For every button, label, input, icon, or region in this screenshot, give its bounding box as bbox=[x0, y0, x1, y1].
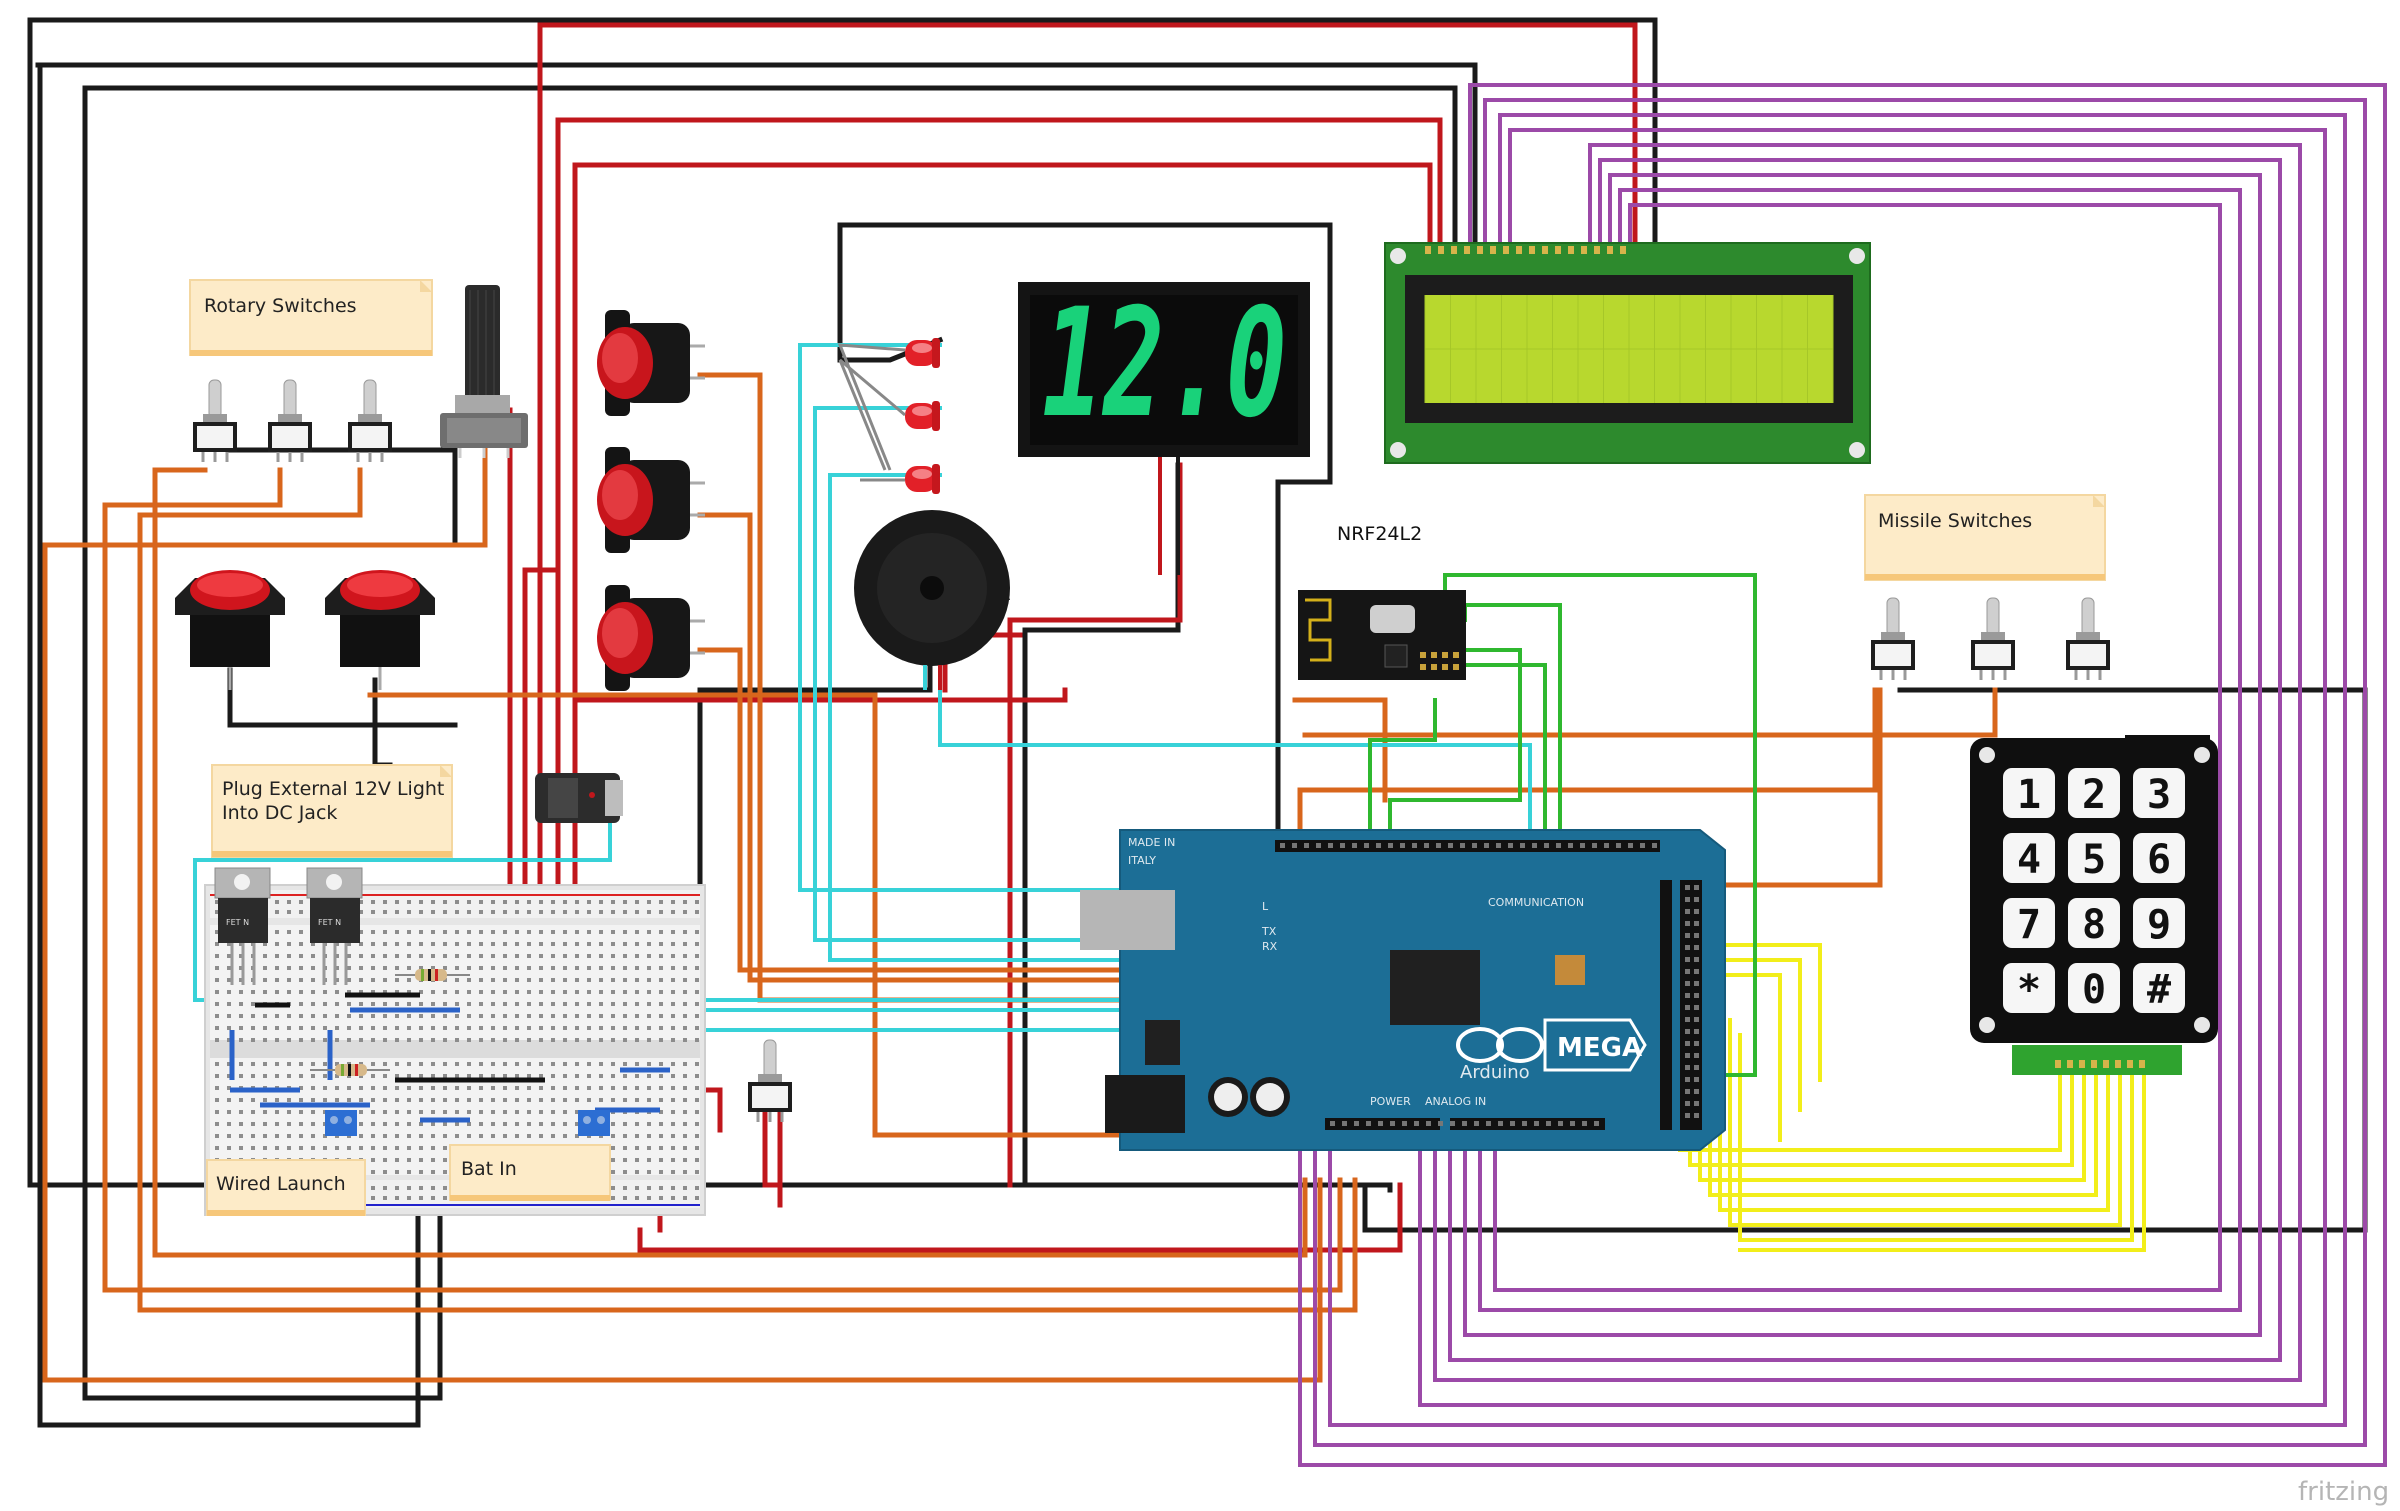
keypad-key-8: 8 bbox=[2068, 898, 2120, 948]
keypad-key-label: 6 bbox=[2147, 837, 2171, 883]
side-button-1 bbox=[597, 310, 705, 416]
arduino-tx: TX bbox=[1261, 925, 1277, 938]
arduino-model: MEGA bbox=[1557, 1033, 1642, 1063]
mosfet-2: FET N bbox=[306, 867, 363, 985]
note-plug-external: Plug External 12V Light Into DC Jack bbox=[211, 764, 453, 858]
missile-switch-1 bbox=[1871, 597, 1915, 680]
keypad-key-label: 5 bbox=[2082, 837, 2106, 883]
arduino-headers bbox=[1275, 840, 1702, 1130]
mosfet-1: FET N bbox=[214, 867, 271, 985]
arduino-made-in-1: MADE IN bbox=[1128, 836, 1175, 849]
keypad-key-7: 7 bbox=[2003, 898, 2055, 948]
keypad-key-label: 9 bbox=[2147, 902, 2171, 948]
resistor-1 bbox=[395, 969, 470, 981]
note-missile-switches-text: Missile Switches bbox=[1878, 510, 2032, 532]
keypad-key-label: 7 bbox=[2017, 902, 2041, 948]
rotary-switch-3 bbox=[348, 379, 392, 462]
lcd-display bbox=[1384, 242, 1871, 464]
led-3 bbox=[905, 464, 940, 494]
side-button-3 bbox=[597, 585, 705, 691]
arduino-made-in-2: ITALY bbox=[1128, 854, 1156, 867]
potentiometer bbox=[440, 285, 528, 458]
keypad-key-label: 1 bbox=[2017, 772, 2041, 818]
note-bat-in-text: Bat In bbox=[461, 1158, 517, 1180]
mosfet-1-label: FET N bbox=[226, 918, 249, 927]
keypad-key-10: * bbox=[2003, 963, 2055, 1013]
note-bat-in: Bat In bbox=[449, 1144, 611, 1201]
keypad-key-label: 0 bbox=[2082, 967, 2106, 1013]
keypad-key-2: 2 bbox=[2068, 768, 2120, 818]
missile-switch-2 bbox=[1971, 597, 2015, 680]
arduino-mega: MADE IN ITALY COMMUNICATION TX RX L POWE… bbox=[1080, 829, 1726, 1151]
note-plug-external-line-2: Into DC Jack bbox=[222, 802, 337, 824]
wired-launch-toggle bbox=[748, 1039, 792, 1122]
round-button-2 bbox=[325, 570, 435, 690]
voltmeter-display: 12.0 bbox=[1018, 277, 1310, 575]
keypad-key-label: # bbox=[2147, 967, 2171, 1013]
keypad-key-9: 9 bbox=[2133, 898, 2185, 948]
nrf-pins bbox=[1420, 652, 1459, 670]
led-leads bbox=[837, 343, 906, 482]
rotary-switch-2 bbox=[268, 379, 312, 462]
arduino-power: POWER bbox=[1370, 1095, 1411, 1108]
screw-terminal-2 bbox=[578, 1110, 610, 1136]
arduino-logo: Arduino bbox=[1456, 1027, 1544, 1083]
led-2 bbox=[905, 401, 940, 431]
resistor-2 bbox=[310, 1064, 390, 1076]
note-plug-external-line-1: Plug External 12V Light bbox=[222, 778, 444, 800]
keypad-key-11: 0 bbox=[2068, 963, 2120, 1013]
note-rotary-switches-text: Rotary Switches bbox=[204, 295, 357, 317]
keypad-key-4: 4 bbox=[2003, 833, 2055, 883]
note-missile-switches: Missile Switches bbox=[1864, 494, 2106, 581]
arduino-brand: Arduino bbox=[1460, 1062, 1530, 1083]
keypad-key-label: 2 bbox=[2082, 772, 2106, 818]
side-button-2 bbox=[597, 447, 705, 553]
wires-layer bbox=[27, 17, 2387, 1467]
side-buttons bbox=[597, 310, 705, 691]
note-wired-launch: Wired Launch bbox=[206, 1159, 366, 1216]
keypad-key-12: # bbox=[2133, 963, 2185, 1013]
yellow-wires bbox=[1678, 943, 2146, 1252]
keypad-pins bbox=[2055, 1060, 2145, 1068]
screw-terminal-1 bbox=[325, 1110, 357, 1136]
keypad-key-6: 6 bbox=[2133, 833, 2185, 883]
keypad-key-1: 1 bbox=[2003, 768, 2055, 818]
red-wires bbox=[392, 22, 1638, 1253]
arduino-analog-in: ANALOG IN bbox=[1425, 1095, 1486, 1108]
launch-toggle-switch bbox=[748, 1039, 792, 1122]
breadboard-jumpers bbox=[229, 992, 670, 1123]
buzzer bbox=[854, 510, 1010, 690]
lcd-pixel-grid bbox=[1424, 295, 1834, 403]
round-button-1 bbox=[175, 570, 285, 690]
voltmeter-value: 12.0 bbox=[1042, 277, 1287, 451]
arduino-rx: RX bbox=[1262, 940, 1278, 953]
keypad-key-5: 5 bbox=[2068, 833, 2120, 883]
arduino-l: L bbox=[1262, 900, 1269, 913]
keypad-key-label: 8 bbox=[2082, 902, 2106, 948]
led-1 bbox=[905, 338, 940, 368]
lcd-pins bbox=[1425, 246, 1626, 254]
keypad-key-label: * bbox=[2017, 967, 2041, 1013]
note-rotary-switches: Rotary Switches bbox=[189, 279, 433, 356]
purple-wires bbox=[1298, 83, 2387, 1467]
mosfet-2-label: FET N bbox=[318, 918, 341, 927]
arduino-communication: COMMUNICATION bbox=[1488, 896, 1584, 909]
dc-jack bbox=[535, 773, 623, 823]
leds bbox=[905, 338, 940, 494]
note-wired-launch-text: Wired Launch bbox=[216, 1173, 346, 1195]
keypad-key-label: 4 bbox=[2017, 837, 2041, 883]
rotary-switch-1 bbox=[193, 379, 237, 462]
missile-switch-3 bbox=[2066, 597, 2110, 680]
rotary-switches bbox=[193, 379, 392, 462]
nrf24-label: NRF24L2 bbox=[1337, 523, 1422, 545]
fritzing-brand: fritzing bbox=[2298, 1477, 2389, 1507]
keypad-key-3: 3 bbox=[2133, 768, 2185, 818]
nrf24-module: NRF24L2 bbox=[1298, 523, 1466, 680]
keypad-key-label: 3 bbox=[2147, 772, 2171, 818]
missile-switches bbox=[1871, 597, 2110, 680]
